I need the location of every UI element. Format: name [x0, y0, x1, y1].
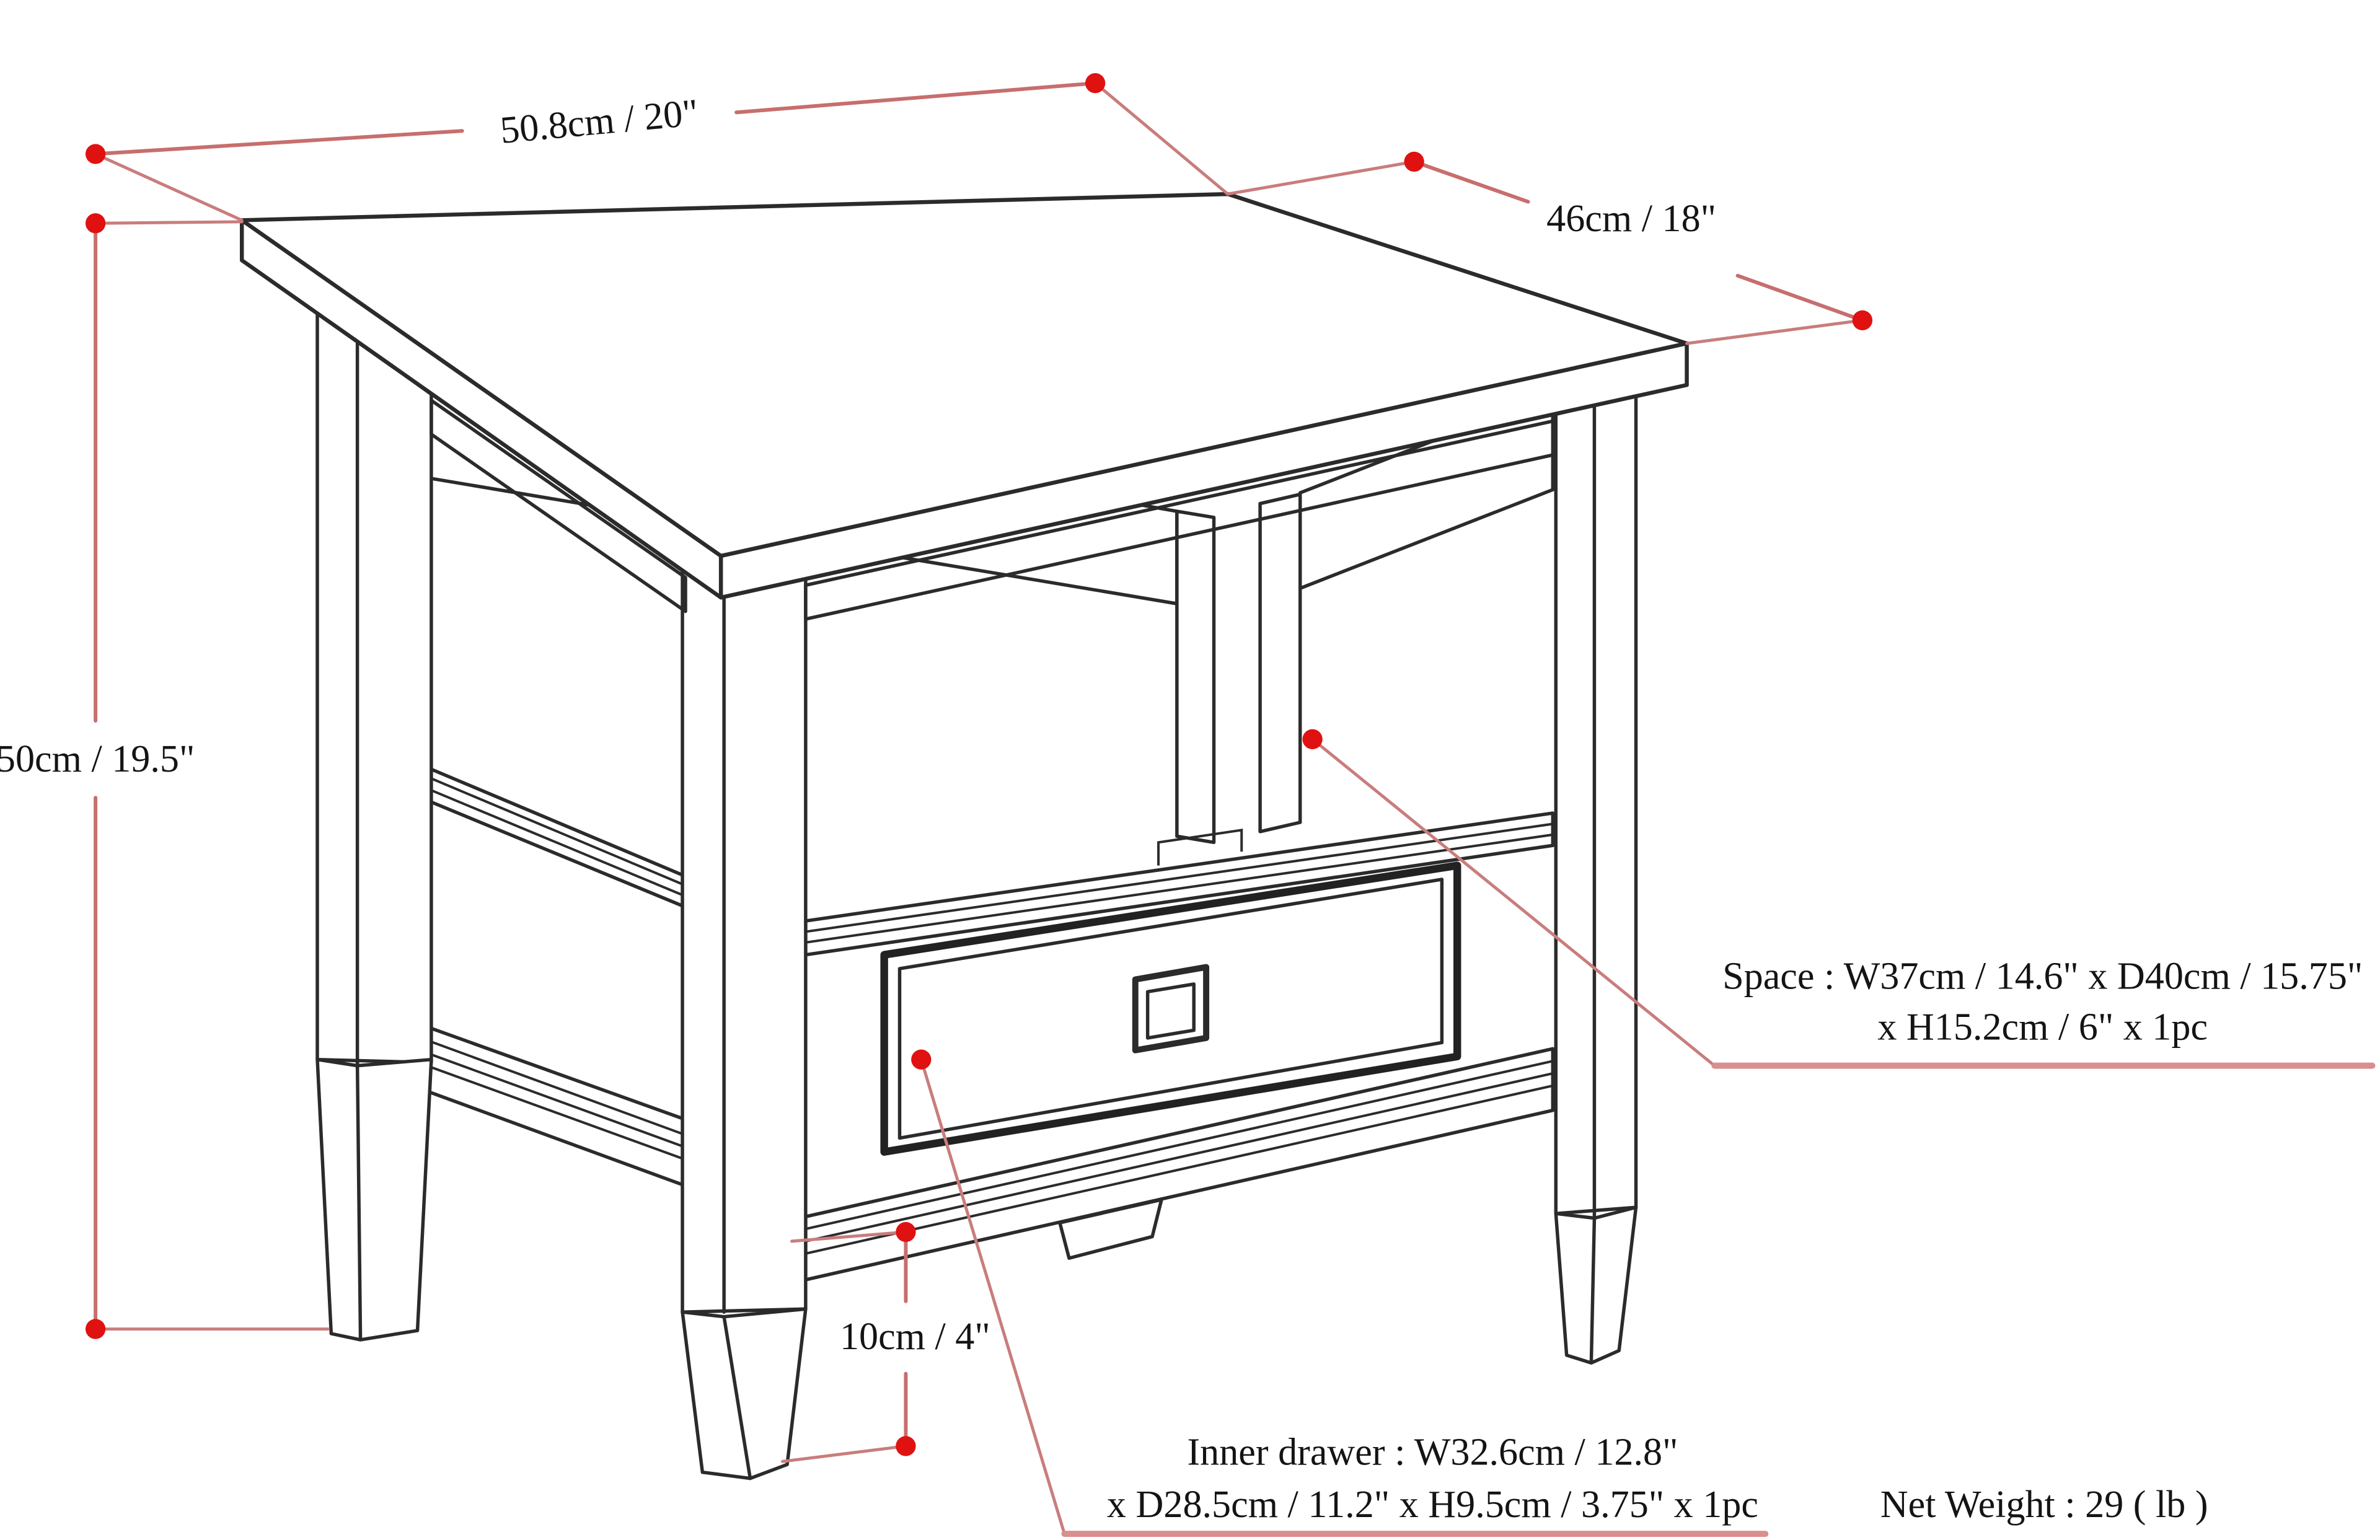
front-leg: [681, 568, 808, 1481]
bottom-right-rail-line: [805, 1072, 1553, 1243]
back-leg: [1175, 509, 1216, 845]
dimension-dot: [911, 1049, 932, 1070]
top-width-label: 50.8cm / 20": [498, 92, 700, 152]
space-label-line1: Space : W37cm / 14.6" x D40cm / 15.75": [1722, 955, 2363, 997]
top-width-dim-line: [94, 129, 464, 156]
front-left-apron: [430, 398, 687, 614]
leg-height-leader: [790, 1230, 907, 1243]
height-label: 50cm / 19.5": [0, 738, 195, 780]
space-label-line2: x H15.2cm / 6" x 1pc: [1877, 1006, 2208, 1048]
dimension-dot: [896, 1436, 916, 1456]
dimension-annotations: [85, 73, 2376, 1538]
table-illustration: [239, 191, 1689, 1481]
back-left-leg: [315, 310, 433, 1342]
right-foot: [1554, 1205, 1638, 1365]
dimension-dot: [1302, 729, 1323, 749]
leg-height-leader: [781, 1444, 907, 1463]
depth-dim-line: [1735, 273, 1864, 322]
dimension-dot: [85, 213, 106, 234]
drawer: [880, 861, 1461, 1156]
depth-leader: [1226, 160, 1416, 196]
space-leader: [1311, 737, 1716, 1068]
back-left-foot: [315, 1057, 433, 1342]
bottom-right-rail-line: [805, 1060, 1553, 1230]
leg-height-label: 10cm / 4": [840, 1316, 990, 1358]
dimension-dot: [85, 1319, 106, 1339]
depth-label: 46cm / 18": [1546, 198, 1716, 240]
drawer-front-inner-border: [897, 878, 1444, 1140]
depth-leader: [1685, 319, 1864, 345]
shelf-right-molding-line: [805, 822, 1553, 933]
top-width-leader: [94, 152, 244, 222]
tabletop-edge-right: [718, 341, 1689, 600]
back-corner-post: [1258, 492, 1302, 834]
net-weight-label: Net Weight : 29 ( lb ): [1880, 1484, 2208, 1526]
dimension-dot: [896, 1221, 916, 1243]
top-width-dim-line: [734, 81, 1098, 115]
shelf-notch: [1157, 829, 1243, 866]
tabletop: [239, 191, 1689, 600]
inner-drawer-label-line2: x D28.5cm / 11.2" x H9.5cm / 3.75" x 1pc: [1107, 1484, 1758, 1526]
height-leader: [94, 220, 244, 225]
depth-dim-line: [1412, 159, 1530, 204]
bottom-right-rail-line: [805, 1084, 1553, 1255]
inner-drawer-leader: [919, 1058, 1066, 1536]
front-foot: [681, 1307, 808, 1481]
dimension-dot: [85, 144, 106, 164]
front-right-apron: [804, 418, 1558, 621]
right-leg: [1554, 394, 1638, 1365]
dimension-dot: [1085, 73, 1106, 94]
dimension-dot: [1404, 151, 1424, 172]
top-width-leader: [1093, 81, 1230, 196]
shelf-right-molding-line: [805, 833, 1553, 944]
inner-drawer-label-line1: Inner drawer : W32.6cm / 12.8": [1187, 1431, 1678, 1473]
dimension-labels: 50.8cm / 20" 46cm / 18" 50cm / 19.5" 10c…: [0, 92, 2363, 1526]
drawer-knob-inner: [1145, 982, 1196, 1040]
drawer-glide: [1058, 1198, 1163, 1260]
dimension-dot: [1852, 310, 1873, 331]
